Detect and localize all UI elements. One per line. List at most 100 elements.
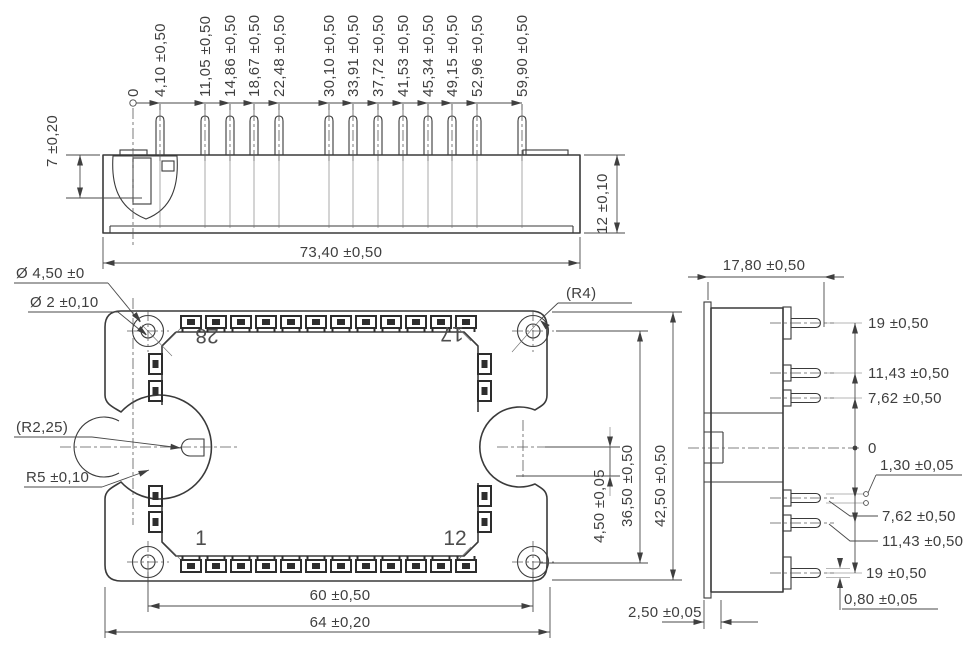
dim-label-pin19-bottom: 19 ±0,50 [866, 565, 927, 582]
pin-slot [180, 315, 202, 332]
arrowhead [106, 629, 117, 635]
slot-pin [287, 319, 295, 325]
arrowhead [318, 100, 329, 106]
dim-label-notch-offset: 4,50 ±0,05 [591, 469, 608, 543]
dim-label-hole-col-span: 60 ±0,50 [310, 587, 371, 604]
dim-label: 37,72 ±0,50 [370, 15, 387, 97]
slot-pin [187, 563, 195, 569]
side-pin-slot [477, 353, 492, 375]
pin-slot [405, 315, 427, 332]
pin-slot [405, 556, 427, 573]
arrowhead [149, 603, 160, 609]
arrowhead [607, 476, 613, 487]
dim-label-body-height: 12 ±0,10 [594, 173, 611, 234]
side-pin-slot [148, 485, 163, 507]
pin-slot [230, 315, 252, 332]
slot-outline [355, 315, 377, 329]
slot-outline [455, 315, 477, 329]
arrowhead [852, 512, 858, 523]
arrowhead [77, 187, 83, 198]
arrowhead [837, 558, 843, 569]
arrowhead [219, 100, 230, 106]
pin-number-28: 28 [195, 324, 218, 347]
module-outline-plan [104, 310, 548, 582]
dim-label: 11,05 ±0,50 [197, 16, 214, 97]
dim-label-overall-height: 42,50 ±0,50 [652, 445, 669, 527]
pin-rod [790, 367, 822, 379]
pin-thickness-marker [863, 500, 869, 506]
pin-rod [790, 517, 822, 529]
section-hatch-boss [112, 155, 178, 220]
dim-label-corner-radius: (R4) [566, 285, 596, 302]
arrowhead [852, 373, 858, 384]
arrowhead [441, 100, 452, 106]
arrowhead [607, 436, 613, 447]
arrowhead [170, 443, 181, 450]
slot-outline [430, 559, 452, 573]
pin-rod [790, 567, 822, 579]
slot-outline [255, 559, 277, 573]
slot-pin [462, 563, 470, 569]
dim-label: 45,34 ±0,50 [420, 15, 437, 97]
slot-outline [148, 353, 163, 375]
dim-label-overall-width: 73,40 ±0,50 [300, 244, 382, 261]
arrowhead [670, 312, 676, 323]
pin-slot [305, 315, 327, 332]
slot-pin [312, 563, 320, 569]
slot-pin [462, 319, 470, 325]
pin-slot [180, 556, 202, 573]
arrowhead [138, 470, 149, 477]
module-body-front [102, 154, 581, 234]
slot-outline [180, 315, 202, 329]
arrowhead [693, 619, 704, 625]
front-pins [155, 104, 527, 228]
arrowhead [837, 577, 843, 588]
pin-slot [280, 556, 302, 573]
slot-outline [280, 559, 302, 573]
arrowhead [538, 629, 549, 635]
pin-slot [455, 315, 477, 332]
dim-label-pin-width: 0,80 ±0,05 [844, 591, 918, 608]
dim-label-depth: 17,80 ±0,50 [723, 257, 805, 274]
dim-label-pin1143-top: 11,43 ±0,50 [868, 365, 949, 382]
pin-rod [790, 392, 822, 404]
zero-reference-dot [852, 445, 858, 451]
arrowhead [466, 100, 477, 106]
slot-pin [212, 319, 220, 325]
slot-outline [405, 315, 427, 329]
pin-thickness-marker [863, 491, 869, 497]
dim-label: 22,48 ±0,50 [271, 15, 288, 97]
module-body-side [710, 307, 784, 593]
pin-slot [430, 315, 452, 332]
pin-slot [305, 556, 327, 573]
slot-outline [280, 315, 302, 329]
arrowhead [104, 260, 115, 266]
arrowhead [132, 311, 141, 322]
top-tab-right [522, 149, 569, 156]
pin-slot [355, 315, 377, 332]
slot-pin [481, 360, 488, 368]
arrowhead [614, 155, 620, 166]
ordinate-labels: 0 4,10 ±0,50 11,05 ±0,50 14,86 ±0,50 18,… [125, 15, 531, 97]
dim-label-hole-inner: Ø 2 ±0,10 [30, 294, 98, 311]
mounting-holes [127, 310, 554, 583]
slot-pin [362, 319, 370, 325]
arrowhead [136, 326, 147, 335]
dim-label: 59,90 ±0,50 [514, 15, 531, 97]
dim-label-baseplate: 2,50 ±0,05 [628, 604, 702, 621]
slot-outline [477, 511, 492, 533]
dim-label: 52,96 ±0,50 [469, 15, 486, 97]
slot-pin [152, 387, 159, 395]
dim-label-zero: 0 [868, 440, 877, 457]
slot-pin [412, 563, 420, 569]
arrowhead [852, 562, 858, 573]
dim-label-tab-radius: (R2,25) [16, 419, 68, 436]
top-tab-left [119, 149, 148, 156]
side-pin-slot [477, 485, 492, 507]
slot-pin [387, 319, 395, 325]
pin-slot [205, 315, 227, 332]
arrowhead [511, 100, 522, 106]
arrowhead [392, 100, 403, 106]
